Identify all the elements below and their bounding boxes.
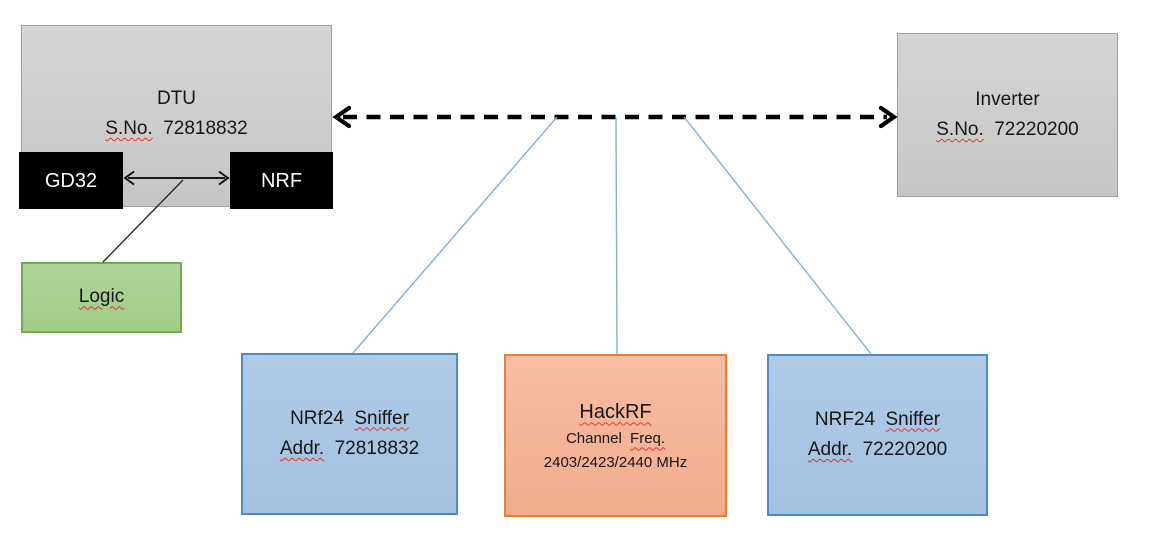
tap-line-sniffer-right xyxy=(683,116,872,355)
sniffer-right-title: NRF24 Sniffer xyxy=(815,405,940,435)
sniffer-right-box: NRF24 Sniffer Addr. 72220200 xyxy=(767,354,988,516)
sniffer-right-addr-line: Addr. 72220200 xyxy=(808,435,947,465)
gd32-box: GD32 xyxy=(19,152,123,209)
hackrf-freq-label-prefix: Channel xyxy=(565,430,622,448)
nrf-box: NRF xyxy=(230,152,333,209)
inverter-title: Inverter xyxy=(975,88,1040,110)
inverter-box: Inverter S.No. 72220200 xyxy=(897,33,1118,197)
sniffer-left-title: NRf24 Sniffer xyxy=(290,404,409,434)
sniffer-left-title-prefix: NRf24 xyxy=(290,407,344,429)
hackrf-box: HackRF Channel Freq. 2403/2423/2440 MHz xyxy=(504,354,727,517)
sniffer-right-addr-label: Addr. xyxy=(807,439,853,460)
hackrf-freq-values: 2403/2423/2440 MHz xyxy=(543,453,688,471)
inverter-serial-value: 72220200 xyxy=(994,119,1079,140)
hackrf-title: HackRF xyxy=(579,401,652,424)
sniffer-left-title-word: Sniffer xyxy=(354,407,409,429)
dtu-serial-value: 72818832 xyxy=(163,118,248,139)
hackrf-freq-label-word: Freq. xyxy=(630,430,666,448)
tap-line-hackrf xyxy=(615,116,618,355)
sniffer-left-addr-label: Addr. xyxy=(279,438,325,459)
hackrf-freq-label: Channel Freq. xyxy=(566,427,665,450)
inverter-serial-line: S.No. 72220200 xyxy=(936,115,1078,145)
sniffer-left-addr-value: 72818832 xyxy=(334,438,420,459)
gd32-label: GD32 xyxy=(44,169,98,192)
inverter-serial-label: S.No. xyxy=(936,119,984,140)
dtu-inverter-dashed-arrow xyxy=(332,105,898,129)
sniffer-left-box: NRf24 Sniffer Addr. 72818832 xyxy=(241,353,458,515)
dtu-serial-line: S.No. 72818832 xyxy=(105,114,247,144)
dtu-title: DTU xyxy=(156,87,197,109)
sniffer-right-title-word: Sniffer xyxy=(885,408,941,430)
sniffer-right-addr-value: 72220200 xyxy=(862,439,948,460)
sniffer-right-title-prefix: NRF24 xyxy=(814,408,876,430)
tap-line-sniffer-left xyxy=(352,116,558,354)
sniffer-left-addr-line: Addr. 72818832 xyxy=(280,434,419,464)
logic-label: Logic xyxy=(78,286,125,308)
nrf-label: NRF xyxy=(260,169,303,192)
logic-box: Logic xyxy=(21,262,182,333)
dtu-serial-label: S.No. xyxy=(105,118,153,139)
